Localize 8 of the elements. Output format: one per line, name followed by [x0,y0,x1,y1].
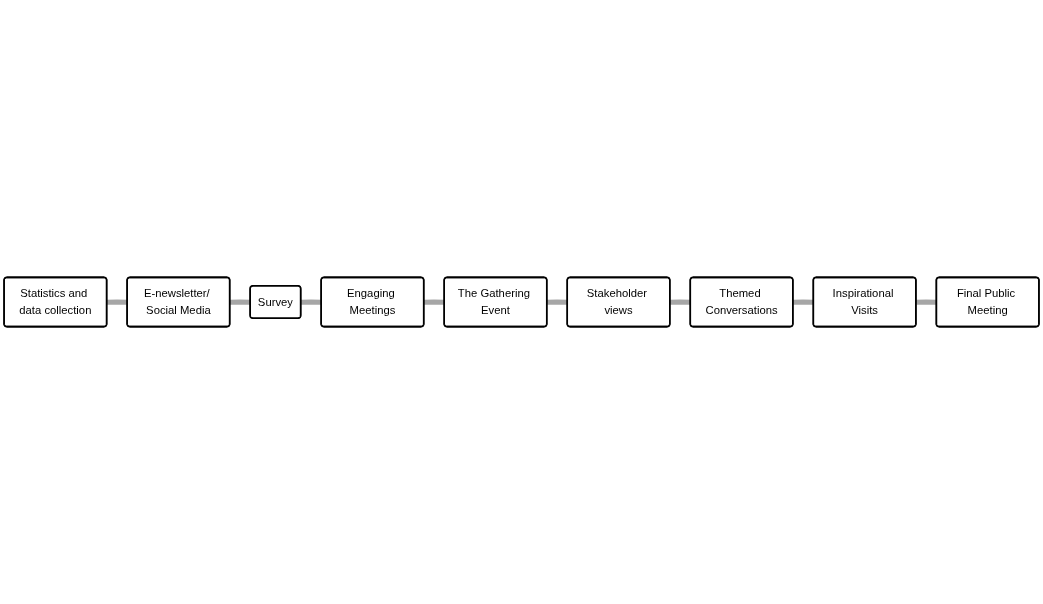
connector [423,299,445,305]
connector [106,299,128,305]
connector [300,299,322,305]
connector [669,299,691,305]
connector [916,299,937,305]
connector [546,299,568,305]
connector [793,299,814,305]
connector [229,299,251,305]
